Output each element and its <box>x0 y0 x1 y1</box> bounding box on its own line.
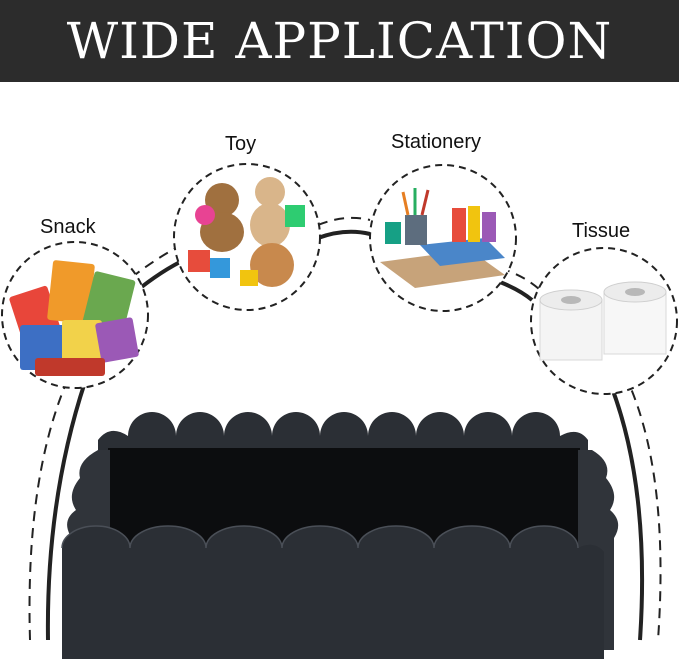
title-banner: WIDE APPLICATION <box>0 0 679 82</box>
tissue-image <box>530 247 678 395</box>
banner-title: WIDE APPLICATION <box>66 12 613 70</box>
connector-arcs <box>28 216 662 641</box>
snack-image <box>1 241 149 389</box>
scalloped-basket <box>61 412 619 659</box>
category-label-tissue: Tissue <box>572 220 631 242</box>
category-label-snack: Snack <box>40 216 96 238</box>
stationery-image <box>369 164 517 312</box>
category-label-stationery: Stationery <box>391 131 482 153</box>
category-label-toy: Toy <box>225 133 257 155</box>
toy-image <box>173 163 321 311</box>
product-scene <box>1 163 678 659</box>
